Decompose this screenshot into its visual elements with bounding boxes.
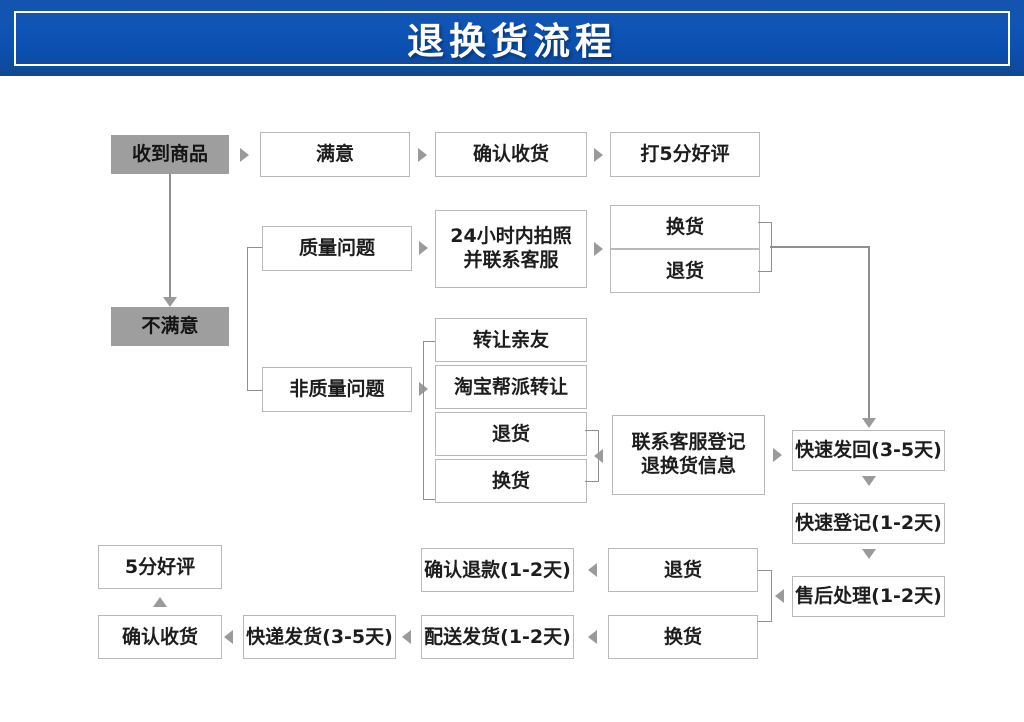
- node-exchange-nonquality[interactable]: 换货: [435, 459, 587, 503]
- arrow-right-icon-satisfied-to-confirm: [418, 148, 427, 162]
- arrow-right-icon-quality-to-photo: [419, 241, 428, 255]
- node-return-aftersales[interactable]: 退货: [608, 548, 758, 592]
- arrow-right-icon-confirm-to-fivestar: [594, 148, 603, 162]
- node-fast-send-back[interactable]: 快速发回(3-5天): [792, 430, 945, 471]
- node-confirm-receipt-bottom[interactable]: 确认收货: [98, 615, 222, 659]
- node-photo-contact-service[interactable]: 24小时内拍照 并联系客服: [435, 210, 587, 288]
- node-transfer-to-friend[interactable]: 转让亲友: [435, 318, 587, 362]
- arrow-left-icon-register-to-options: [594, 449, 603, 463]
- node-non-quality-issue[interactable]: 非质量问题: [262, 367, 412, 412]
- connector-join-to-right-column-h: [770, 246, 869, 248]
- node-contact-service-register[interactable]: 联系客服登记 退换货信息: [612, 415, 765, 495]
- arrow-up-icon-confirm-to-fivestar: [153, 597, 167, 607]
- arrow-right-icon-photo-to-exchange-return: [594, 242, 603, 256]
- arrow-right-icon-received-to-satisfied: [240, 148, 249, 162]
- node-unsatisfied[interactable]: 不满意: [111, 307, 229, 346]
- bracket-aftersales-split: [758, 570, 772, 622]
- arrow-down-icon-to-unsatisfied: [163, 297, 177, 307]
- node-received-goods[interactable]: 收到商品: [111, 135, 229, 174]
- arrow-left-icon-delivery-to-express: [402, 630, 411, 644]
- node-confirm-refund[interactable]: 确认退款(1-2天): [421, 548, 574, 592]
- banner-inner-border: [14, 11, 1010, 66]
- page-title: 退换货流程: [407, 20, 617, 63]
- arrow-down-icon-fastsend-to-fastregister: [862, 476, 876, 486]
- arrow-down-icon-fastregister-to-aftersales: [862, 549, 876, 559]
- node-taobao-guild-transfer[interactable]: 淘宝帮派转让: [435, 365, 587, 409]
- arrow-left-icon-return-to-refund: [588, 563, 597, 577]
- connector-join-to-right-column-v: [868, 246, 870, 422]
- node-return-quality[interactable]: 退货: [610, 249, 760, 293]
- node-express-ship[interactable]: 快递发货(3-5天): [243, 615, 396, 659]
- arrow-left-icon-express-to-confirm: [224, 630, 233, 644]
- node-quality-issue[interactable]: 质量问题: [262, 226, 412, 271]
- bracket-unsatisfied-split: [247, 247, 263, 391]
- arrow-left-icon-aftersales-to-returnexchange: [775, 589, 784, 603]
- node-exchange-quality[interactable]: 换货: [610, 205, 760, 249]
- arrow-left-icon-exchange-to-delivery: [588, 630, 597, 644]
- node-return-nonquality[interactable]: 退货: [435, 412, 587, 456]
- node-confirm-receipt-top[interactable]: 确认收货: [435, 132, 587, 177]
- bracket-nonquality-options: [423, 341, 437, 500]
- node-delivery-ship[interactable]: 配送发货(1-2天): [421, 615, 574, 659]
- node-after-sales[interactable]: 售后处理(1-2天): [792, 576, 945, 617]
- node-five-star-bottom[interactable]: 5分好评: [98, 545, 222, 589]
- node-exchange-aftersales[interactable]: 换货: [608, 615, 758, 659]
- connector-received-to-unsatisfied: [169, 174, 171, 300]
- arrow-right-icon-register-to-fast-send: [773, 448, 782, 462]
- node-fast-register[interactable]: 快速登记(1-2天): [792, 503, 945, 544]
- page-header-banner: 退换货流程: [0, 0, 1024, 76]
- node-five-star-top[interactable]: 打5分好评: [610, 132, 760, 177]
- node-satisfied[interactable]: 满意: [260, 132, 410, 177]
- arrow-down-icon-to-fast-send-back: [862, 418, 876, 428]
